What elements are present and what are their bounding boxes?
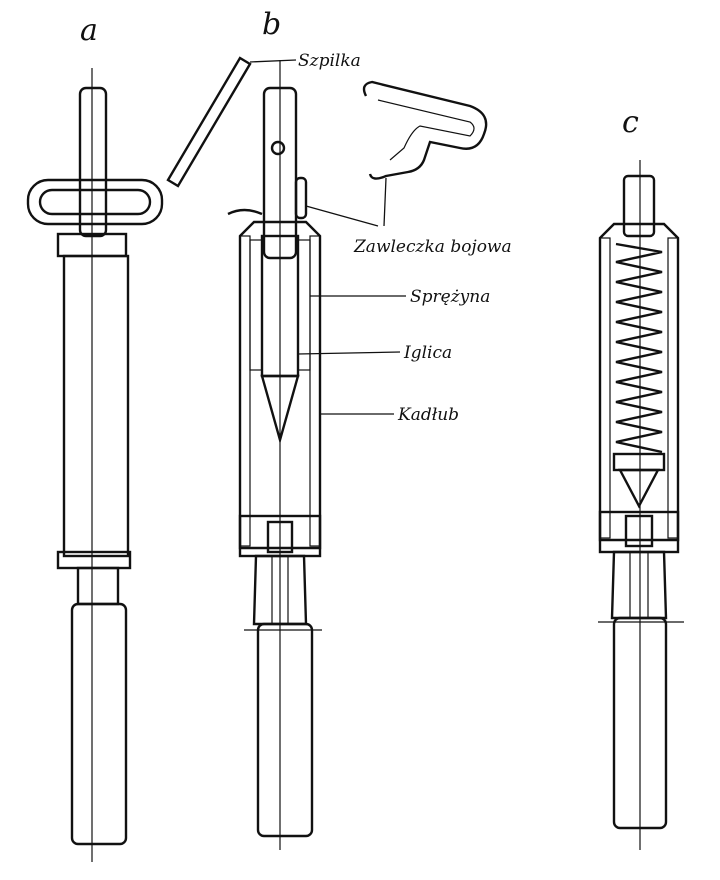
casing-c <box>598 222 680 542</box>
clip-left-b <box>227 208 263 216</box>
panel-label-a: a <box>80 13 98 48</box>
lower-tube-c <box>612 616 668 830</box>
lower-tube-b <box>256 622 314 838</box>
main-body-a <box>62 254 130 558</box>
stem-c <box>622 174 656 238</box>
pull-ring-a <box>26 178 164 226</box>
casing-wall-left-c <box>599 237 611 539</box>
pin-szpilka: Szpilka <box>166 51 361 188</box>
panel-label-c: c <box>622 105 639 140</box>
pin-body <box>166 56 252 188</box>
bottom-collar-a <box>56 550 132 570</box>
safety-clip-zawleczka: Zawleczka bojowa <box>305 80 512 257</box>
panel-a-fuze-exterior: a <box>26 13 164 862</box>
stem-b <box>262 86 298 260</box>
safety-clip-shape <box>362 80 488 180</box>
lower-tube-a <box>70 602 128 846</box>
neck-channel-c <box>629 551 649 619</box>
panel-b-callouts: Sprężyna Iglica Kadłub <box>297 287 490 425</box>
stem-hole-b <box>270 140 286 156</box>
firing-pin-tip-c <box>618 468 660 509</box>
callout-body: Kadłub <box>397 405 459 425</box>
panel-c-fuze-section: c <box>598 105 684 850</box>
callout-spring: Sprężyna <box>410 287 490 307</box>
safety-leader-2 <box>383 177 387 227</box>
spring-c <box>615 242 663 454</box>
safety-clip-inner <box>377 99 475 161</box>
casing-wall-left-b <box>239 235 251 547</box>
callout-safety-pin: Zawleczka bojowa <box>353 237 512 257</box>
detonator-cup-b <box>266 520 294 554</box>
pin-leader <box>249 59 297 63</box>
safety-leader-1 <box>305 205 379 227</box>
stem-a <box>78 86 108 238</box>
panel-b-fuze-section: b <box>227 7 322 850</box>
firing-pin-base-c <box>612 452 666 472</box>
casing-wall-right-b <box>309 235 321 547</box>
detonator-cup-c <box>624 514 654 548</box>
casing-wall-right-c <box>667 237 679 539</box>
neck-a <box>76 566 120 606</box>
pull-ring-inner-a <box>38 188 152 216</box>
clip-right-b <box>294 176 308 220</box>
callout-firing-pin: Iglica <box>403 343 452 363</box>
panel-label-b: b <box>262 7 281 42</box>
firing-pin-tip-b <box>260 374 300 445</box>
neck-c <box>610 550 668 620</box>
firing-pin-leader <box>297 351 401 355</box>
spring-coils-right-b <box>297 239 311 371</box>
callout-pin: Szpilka <box>298 51 361 71</box>
spring-coils-left-b <box>249 239 263 371</box>
